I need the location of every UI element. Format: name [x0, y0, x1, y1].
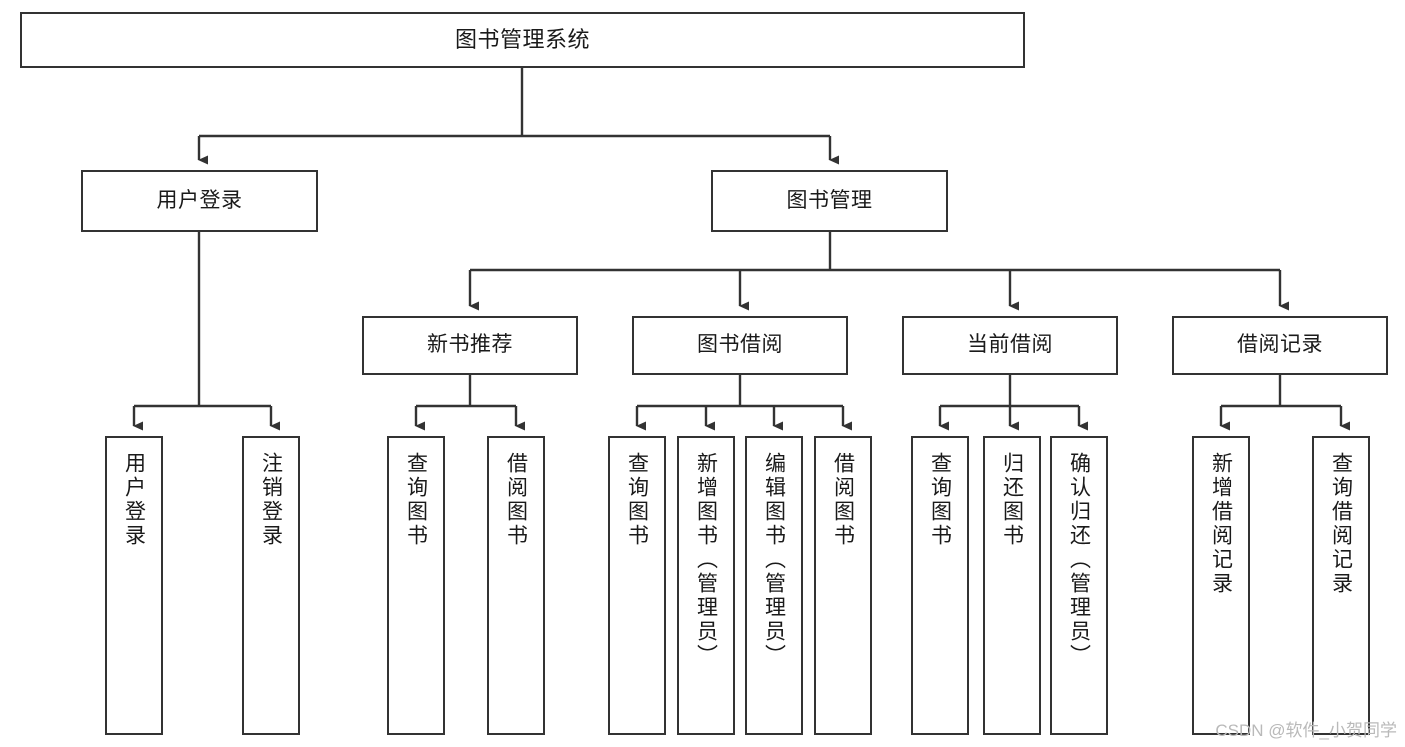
- node-leaf-add-book-label: 新增图书（管理员）: [694, 452, 718, 668]
- node-leaf-return-book[interactable]: 归还图书: [983, 436, 1041, 735]
- node-leaf-borrow-book-1-label: 借阅图书: [504, 452, 528, 548]
- node-leaf-borrow-book-1[interactable]: 借阅图书: [487, 436, 545, 735]
- node-borrow-record-label: 借阅记录: [1237, 333, 1323, 357]
- node-leaf-query-book-1[interactable]: 查询图书: [387, 436, 445, 735]
- node-leaf-user-login[interactable]: 用户登录: [105, 436, 163, 735]
- node-root[interactable]: 图书管理系统: [20, 12, 1025, 68]
- node-borrow-record[interactable]: 借阅记录: [1172, 316, 1388, 375]
- node-leaf-user-login-label: 用户登录: [122, 452, 146, 548]
- node-leaf-add-book[interactable]: 新增图书（管理员）: [677, 436, 735, 735]
- node-leaf-edit-book[interactable]: 编辑图书（管理员）: [745, 436, 803, 735]
- node-leaf-query-book-3[interactable]: 查询图书: [911, 436, 969, 735]
- node-leaf-query-record[interactable]: 查询借阅记录: [1312, 436, 1370, 735]
- node-leaf-query-book-2-label: 查询图书: [625, 452, 649, 548]
- node-leaf-query-book-2[interactable]: 查询图书: [608, 436, 666, 735]
- node-leaf-edit-book-label: 编辑图书（管理员）: [762, 452, 786, 668]
- node-current-borrow-label: 当前借阅: [967, 333, 1053, 357]
- node-leaf-borrow-book-2[interactable]: 借阅图书: [814, 436, 872, 735]
- node-book-manage-label: 图书管理: [786, 188, 873, 212]
- node-book-borrow-label: 图书借阅: [697, 333, 783, 357]
- node-book-borrow[interactable]: 图书借阅: [632, 316, 848, 375]
- node-leaf-add-record[interactable]: 新增借阅记录: [1192, 436, 1250, 735]
- node-leaf-logout[interactable]: 注销登录: [242, 436, 300, 735]
- node-leaf-logout-label: 注销登录: [259, 452, 283, 548]
- node-root-label: 图书管理系统: [454, 27, 590, 53]
- node-current-borrow[interactable]: 当前借阅: [902, 316, 1118, 375]
- watermark: CSDN @软件_小贺同学: [1215, 721, 1397, 740]
- node-user-login-label: 用户登录: [156, 188, 243, 212]
- node-new-book-recommend-label: 新书推荐: [427, 333, 513, 357]
- node-leaf-query-book-1-label: 查询图书: [404, 452, 428, 548]
- node-leaf-borrow-book-2-label: 借阅图书: [831, 452, 855, 548]
- node-leaf-confirm-return[interactable]: 确认归还（管理员）: [1050, 436, 1108, 735]
- node-user-login[interactable]: 用户登录: [81, 170, 318, 232]
- node-leaf-add-record-label: 新增借阅记录: [1209, 452, 1233, 596]
- node-leaf-query-record-label: 查询借阅记录: [1329, 452, 1353, 596]
- node-new-book-recommend[interactable]: 新书推荐: [362, 316, 578, 375]
- node-leaf-return-book-label: 归还图书: [1000, 452, 1024, 548]
- node-leaf-confirm-return-label: 确认归还（管理员）: [1067, 452, 1091, 668]
- node-book-manage[interactable]: 图书管理: [711, 170, 948, 232]
- node-leaf-query-book-3-label: 查询图书: [928, 452, 952, 548]
